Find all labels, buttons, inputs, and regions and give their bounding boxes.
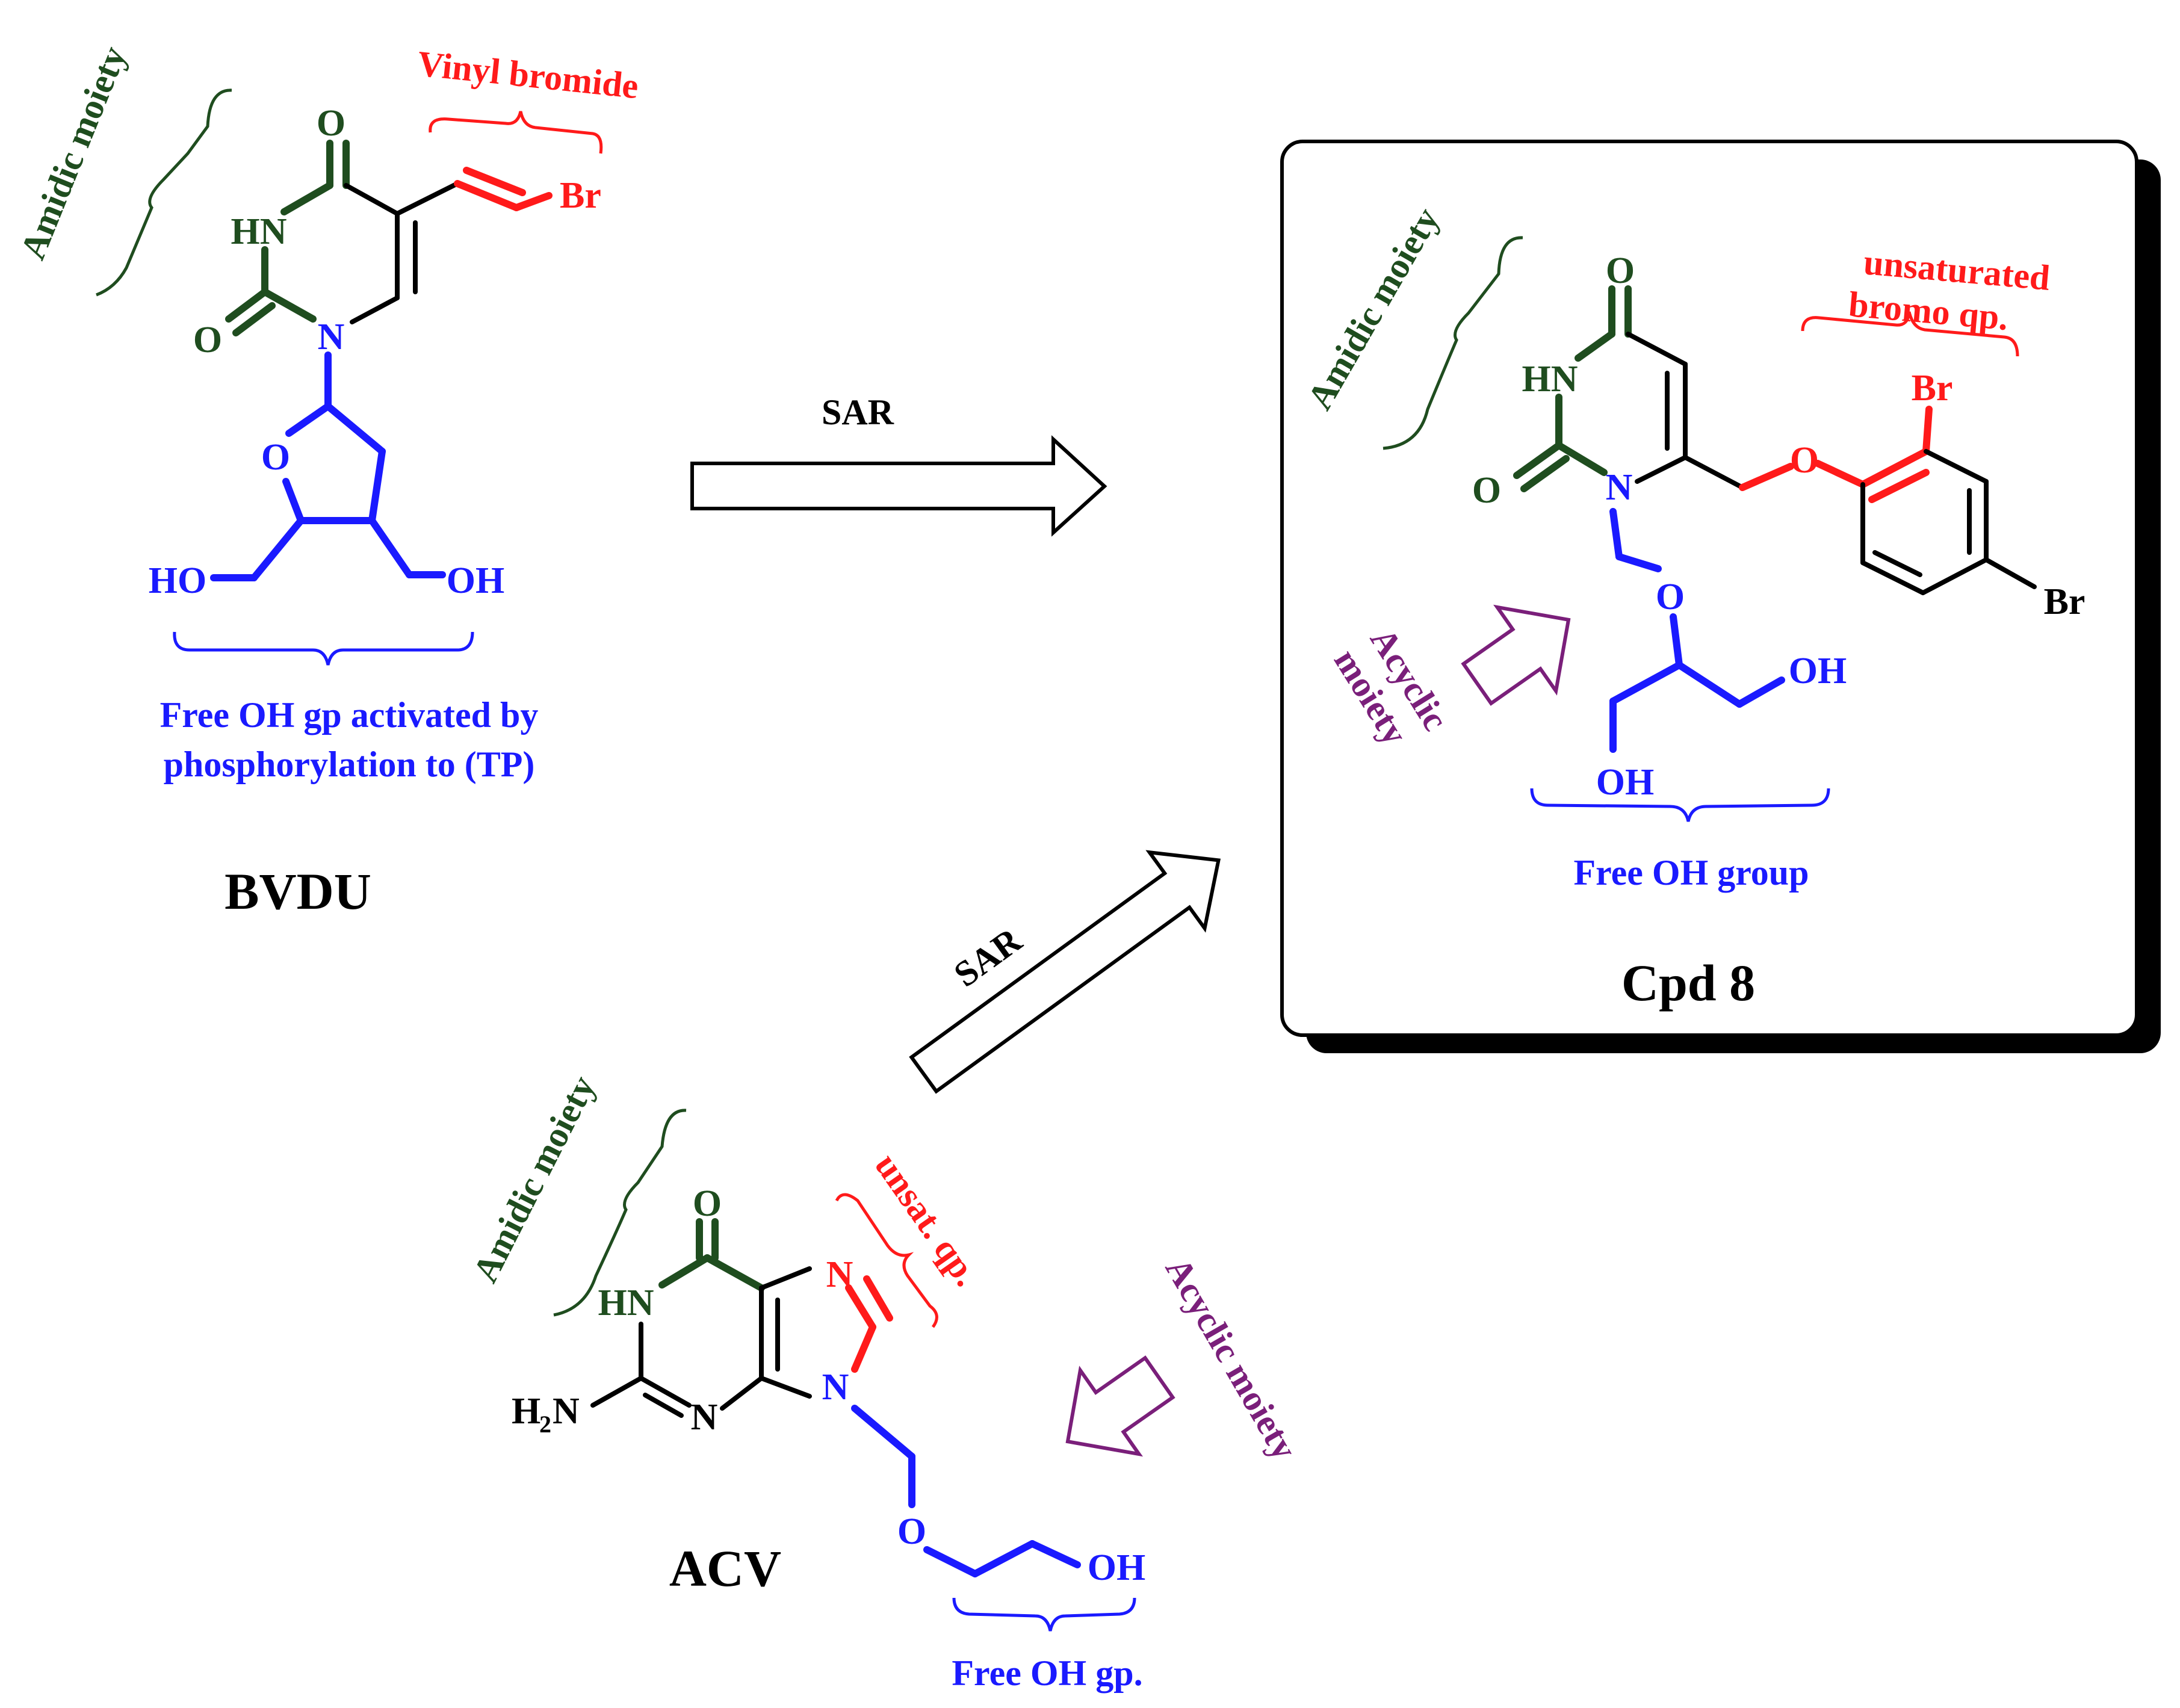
cpd8-structure: O HN O N O Br Br O OH OH	[1472, 250, 2086, 803]
cpd8-atom-o-ether: O	[1790, 440, 1819, 481]
cpd8-free-oh-label: Free OH group	[1573, 853, 1809, 893]
sar-arrow-diagonal-shape	[909, 850, 1221, 1094]
acv-atom-n7: N	[826, 1254, 853, 1295]
bvdu-name: BVDU	[225, 862, 371, 920]
acv-amidic-label: Amidic moiety	[465, 1069, 603, 1289]
sar-arrow-diagonal: SAR	[909, 850, 1221, 1094]
bvdu-vinyl-brace	[429, 111, 603, 154]
cpd8-name: Cpd 8	[1621, 954, 1755, 1012]
bvdu-atom-oh: OH	[447, 560, 504, 601]
acv-acyclic-arrow	[1065, 1355, 1175, 1457]
cpd8-free-oh-brace	[1530, 788, 1830, 822]
acv-atom-n-amine: N	[553, 1391, 580, 1432]
acv-atom-n3: N	[691, 1397, 718, 1438]
acv-atom-hn: HN	[598, 1283, 654, 1323]
bvdu-free-oh-brace	[173, 631, 474, 666]
bvdu-atom-br: Br	[560, 175, 601, 216]
cpd8-atom-o-top: O	[1606, 250, 1635, 291]
acv-name: ACV	[669, 1539, 781, 1597]
acv-atom-oh: OH	[1088, 1547, 1145, 1588]
bvdu-amidic-brace	[96, 88, 232, 297]
bvdu-free-oh-line2: phosphorylation to (TP)	[164, 744, 535, 784]
cpd8-atom-n: N	[1606, 467, 1633, 508]
acv-atom-o-chain: O	[897, 1511, 926, 1552]
cpd8-atom-o-left: O	[1472, 470, 1501, 511]
acv-atom-n9: N	[822, 1367, 849, 1408]
acv-structure: O HN N H 2 N N N O OH	[512, 1183, 1145, 1588]
bvdu-atom-n: N	[318, 317, 345, 357]
sar-arrow-top-label: SAR	[822, 392, 894, 432]
acv-acyclic-arrow-shape	[1065, 1355, 1175, 1457]
bvdu-structure: O HN O N Br O HO OH	[149, 103, 601, 601]
cpd8-acyclic-arrow	[1461, 604, 1571, 706]
bvdu-atom-hn: HN	[231, 211, 287, 252]
acv-free-oh-brace	[952, 1597, 1136, 1632]
bvdu-atom-o-ring: O	[261, 437, 290, 478]
bvdu-atom-o-top: O	[317, 103, 345, 144]
bvdu-atom-ho: HO	[149, 560, 206, 601]
acv-amidic-brace	[553, 1109, 687, 1317]
bvdu-amidic-label: Amidic moiety	[13, 41, 134, 265]
acv-unsat-brace	[835, 1193, 938, 1328]
bvdu-free-oh-line1: Free OH gp activated by	[160, 695, 539, 735]
acv-atom-h: H	[512, 1391, 540, 1432]
acv-atom-sub2: 2	[539, 1411, 551, 1438]
cpd8-frame-border	[1280, 140, 2138, 1037]
cpd8-atom-o-chain: O	[1656, 577, 1685, 617]
cpd8-atom-oh-bottom: OH	[1596, 762, 1654, 803]
cpd8-atom-br-right: Br	[2044, 581, 2086, 622]
bvdu-vinyl-label: Vinyl bromide	[416, 43, 640, 106]
cpd8-amidic-brace	[1383, 236, 1523, 450]
cpd8-bromo-brace	[1801, 311, 2019, 357]
sar-arrow-top: SAR	[690, 392, 1107, 537]
sar-arrow-top-shape	[690, 435, 1107, 537]
acv-atom-o-top: O	[693, 1183, 722, 1224]
bvdu-atom-o-left: O	[193, 320, 222, 360]
acv-acyclic-label: Acyclic moiety	[1158, 1251, 1305, 1467]
cpd8-frame	[1280, 140, 2161, 1053]
cpd8-atom-hn: HN	[1522, 359, 1578, 400]
cpd8-atom-br-top: Br	[1912, 368, 1953, 409]
cpd8-acyclic-arrow-shape	[1461, 604, 1571, 706]
acv-unsat-label: unsat. qp.	[867, 1146, 986, 1293]
cpd8-atom-oh-right: OH	[1789, 651, 1847, 692]
acv-free-oh-label: Free OH gp.	[952, 1653, 1142, 1693]
